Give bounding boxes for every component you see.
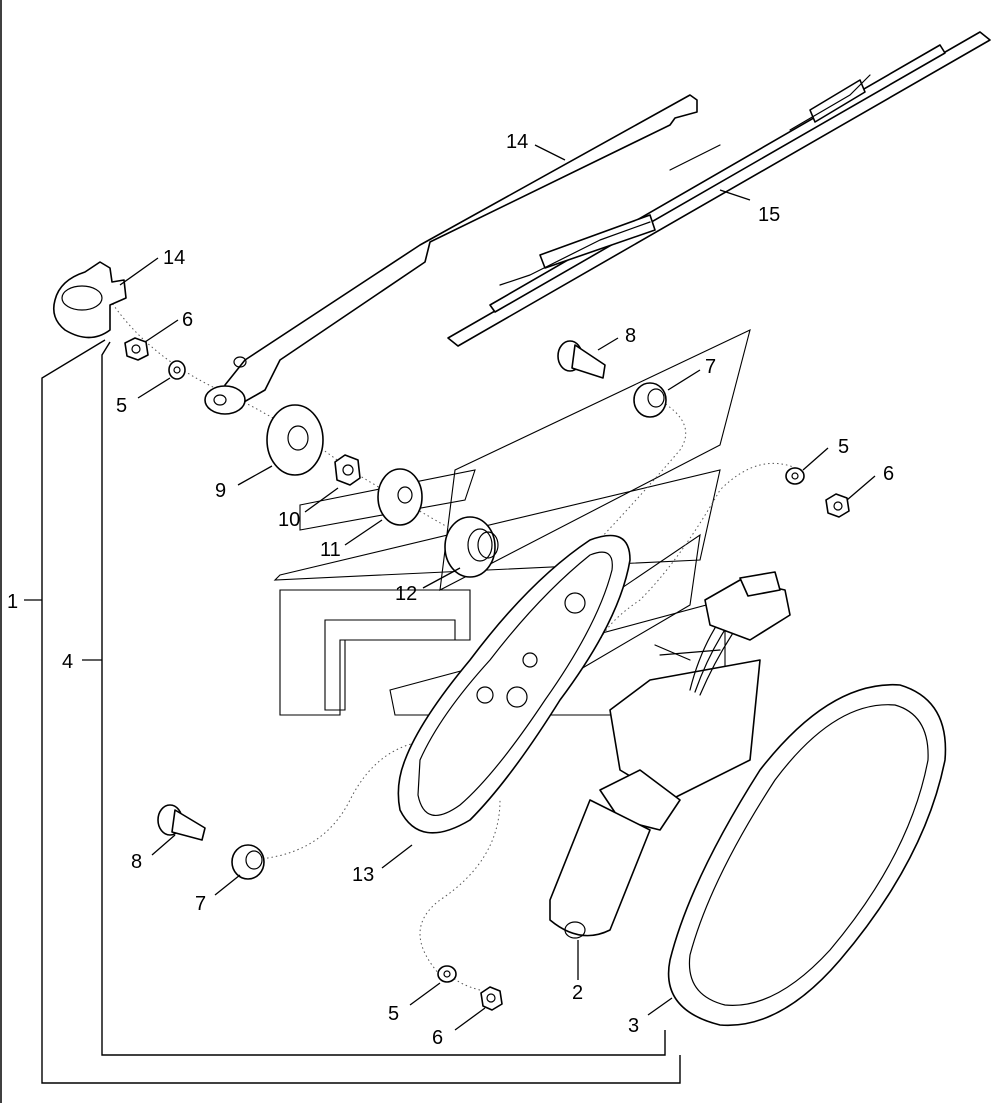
wiper-motor-2 <box>549 571 791 939</box>
washer-5-top <box>168 360 186 380</box>
leader-5b <box>802 447 829 471</box>
leader-11 <box>344 519 383 546</box>
assembly-dotted-lines <box>109 299 801 991</box>
leader-7b <box>214 874 241 896</box>
callout-14a: 14 <box>506 131 528 153</box>
callout-5c: 5 <box>388 1003 399 1025</box>
nut-6-right <box>825 493 850 518</box>
leader-8a <box>597 337 619 351</box>
callout-8a: 8 <box>625 325 636 347</box>
wiper-blade <box>447 31 991 347</box>
callout-9: 9 <box>215 480 226 502</box>
callouts: 15 14 14 6 5 8 7 5 6 9 10 11 12 1 4 8 7 … <box>7 131 894 1049</box>
leader-6b <box>846 475 876 501</box>
callout-6c: 6 <box>432 1027 443 1049</box>
wiper-arm-cap <box>52 261 127 339</box>
washer-5-bottom <box>437 965 457 983</box>
callout-12: 12 <box>395 583 417 605</box>
callout-1: 1 <box>7 591 18 613</box>
leader-14a <box>534 144 566 161</box>
leader-5c <box>409 982 441 1006</box>
leader-13 <box>381 844 413 869</box>
cap-9 <box>266 404 324 476</box>
leader-12 <box>422 567 461 589</box>
leader-3 <box>647 997 673 1016</box>
leader-6a <box>144 319 179 343</box>
callout-7b: 7 <box>195 893 206 915</box>
callout-7a: 7 <box>705 356 716 378</box>
callout-4: 4 <box>62 651 73 673</box>
wiper-arm <box>204 94 698 415</box>
callout-14b: 14 <box>163 247 185 269</box>
callout-8b: 8 <box>131 851 142 873</box>
washer-11 <box>377 468 423 526</box>
bolt-8-bottom <box>157 804 206 841</box>
callout-3: 3 <box>628 1015 639 1037</box>
leader-7a <box>667 369 701 391</box>
motor-wiring-harness <box>689 571 791 696</box>
callout-2: 2 <box>572 982 583 1004</box>
leader-10 <box>304 487 339 513</box>
leader-8b <box>151 834 176 856</box>
grommet-7-bottom <box>231 844 265 880</box>
callout-5a: 5 <box>116 395 127 417</box>
washer-5-right <box>785 467 805 485</box>
nut-6-bottom <box>480 986 503 1011</box>
gasket-13 <box>397 534 631 834</box>
leader-5a <box>137 377 171 399</box>
motor-cover-3 <box>667 683 947 1027</box>
grommet-7-top <box>633 382 667 418</box>
callout-10: 10 <box>278 509 300 531</box>
leader-9 <box>237 465 273 486</box>
callout-6b: 6 <box>883 463 894 485</box>
callout-11: 11 <box>320 539 341 561</box>
leader-15 <box>719 189 751 201</box>
callout-6a: 6 <box>182 309 193 331</box>
nut-6-top <box>124 337 149 361</box>
nut-10 <box>334 454 361 486</box>
bolt-8-top <box>557 340 606 379</box>
group-bracket-4 <box>82 341 666 1056</box>
callout-15: 15 <box>758 204 780 226</box>
bushing-12 <box>444 516 499 578</box>
leader-6c <box>454 1007 486 1031</box>
callout-13: 13 <box>352 864 374 886</box>
leader-14b <box>119 257 159 286</box>
group-bracket-1 <box>24 339 681 1084</box>
callout-5b: 5 <box>838 436 849 458</box>
